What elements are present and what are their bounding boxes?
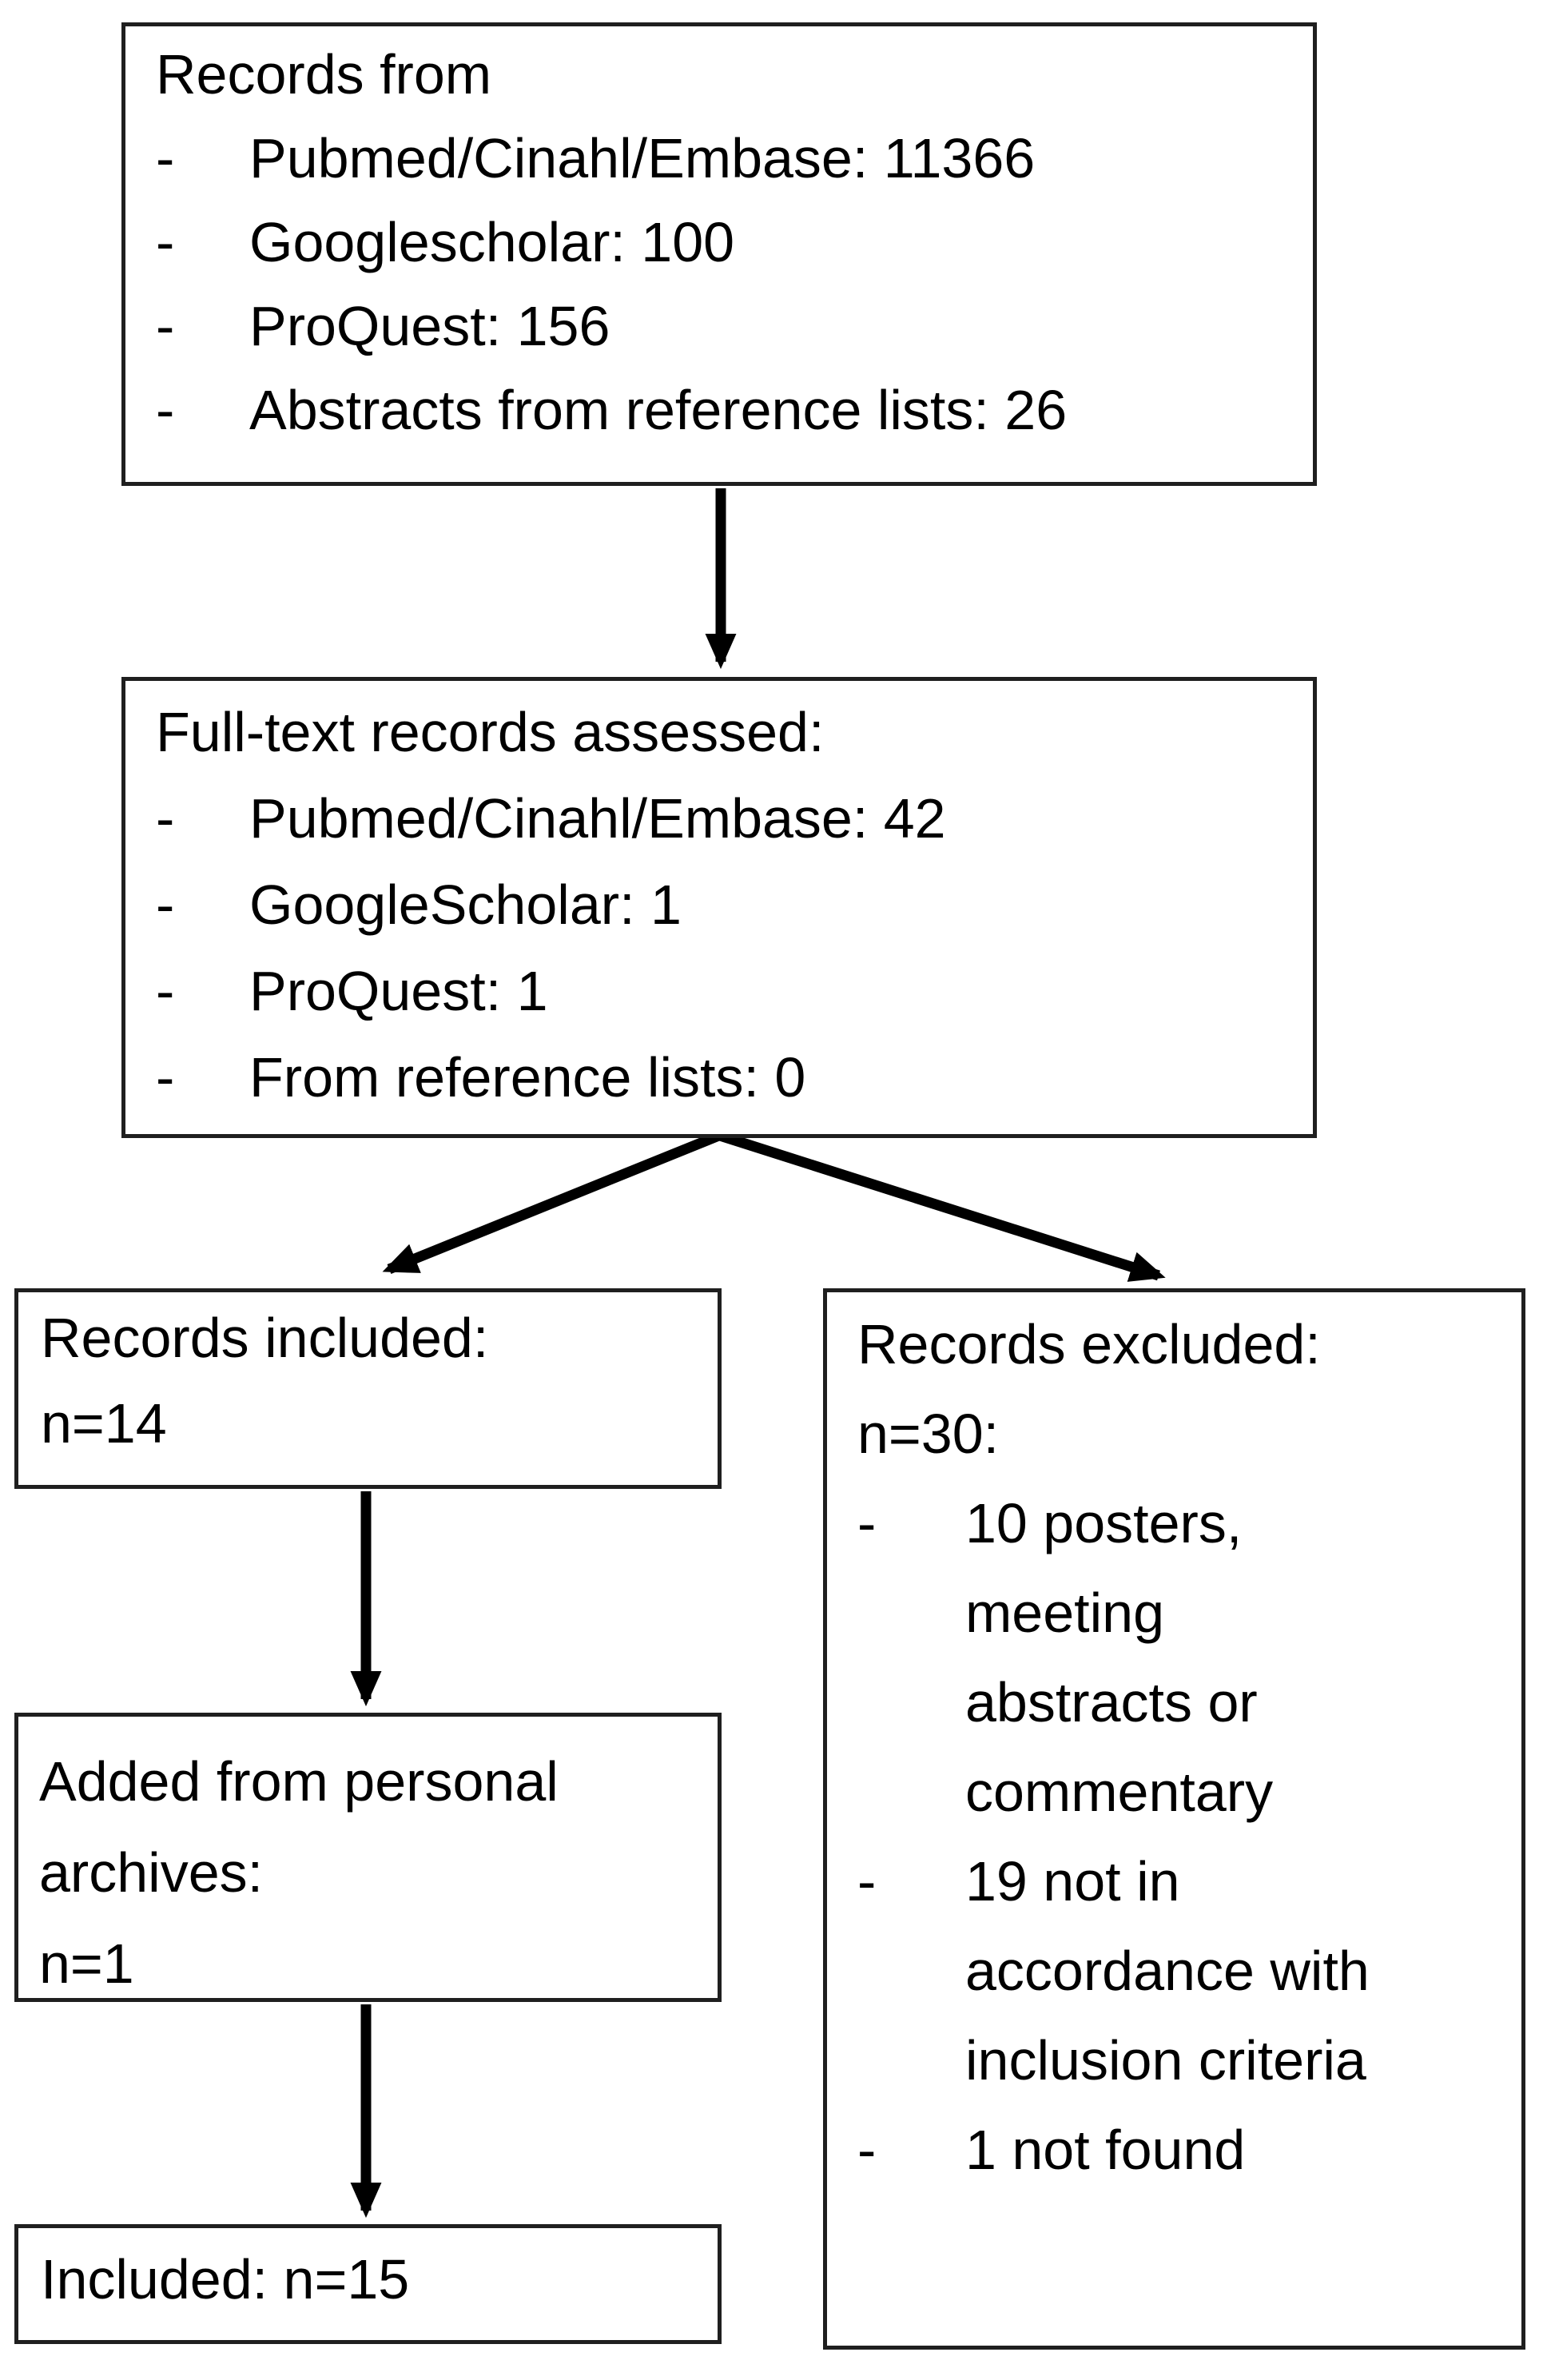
list-item: - Pubmed/Cinahl/Embase: 42: [156, 775, 1289, 862]
list-item-text: 19 not in accordance with inclusion crit…: [965, 1850, 1370, 2091]
box-fulltext-assessed: Full-text records assessed: - Pubmed/Cin…: [121, 677, 1317, 1138]
list-item-text: Googlescholar: 100: [249, 211, 735, 273]
box-title: Added from personal archives:: [39, 1750, 559, 1904]
list-item-text: From reference lists: 0: [249, 1046, 806, 1108]
box-final-included: Included: n=15: [14, 2224, 722, 2344]
list-item: - GoogleScholar: 1: [156, 862, 1289, 948]
box-records-included: Records included: n=14: [14, 1288, 722, 1489]
list-item-text: 1 not found: [965, 2119, 1246, 2181]
list-item: - Googlescholar: 100: [156, 201, 1289, 285]
list-item-text: ProQuest: 1: [249, 960, 548, 1022]
box-title: Included: n=15: [41, 2248, 410, 2310]
dash-bullet: -: [156, 127, 175, 189]
dash-bullet: -: [156, 1046, 175, 1108]
dash-bullet: -: [857, 1850, 877, 1912]
dash-bullet: -: [156, 787, 175, 850]
list-item: - ProQuest: 156: [156, 285, 1289, 368]
box-title: Full-text records assessed:: [156, 701, 825, 763]
list-item-text: 10 posters, meeting abstracts or comment…: [965, 1492, 1274, 1823]
list-item: - 10 posters, meeting abstracts or comme…: [857, 1479, 1493, 1837]
dash-bullet: -: [156, 874, 175, 936]
list-item: - Pubmed/Cinahl/Embase: 11366: [156, 117, 1289, 201]
list-item-text: ProQuest: 156: [249, 295, 610, 357]
box-title: Records from: [156, 43, 492, 105]
box-count: n=14: [41, 1392, 167, 1455]
box-title: Records excluded:: [857, 1313, 1321, 1375]
list-item: - 19 not in accordance with inclusion cr…: [857, 1837, 1493, 2105]
box-count: n=1: [39, 1932, 134, 1995]
dash-bullet: -: [156, 211, 175, 273]
dash-bullet: -: [857, 2119, 877, 2181]
list-item-text: Pubmed/Cinahl/Embase: 42: [249, 787, 946, 850]
dash-bullet: -: [857, 1492, 877, 1554]
box-records-from: Records from - Pubmed/Cinahl/Embase: 113…: [121, 22, 1317, 486]
list-item: - Abstracts from reference lists: 26: [156, 368, 1289, 452]
list-item-text: Pubmed/Cinahl/Embase: 11366: [249, 127, 1036, 189]
dash-bullet: -: [156, 295, 175, 357]
list-item: - ProQuest: 1: [156, 948, 1289, 1034]
arrow-branch-right: [716, 1129, 1166, 1282]
dash-bullet: -: [156, 379, 175, 441]
arrow-branch-left: [382, 1129, 723, 1275]
list-item-text: Abstracts from reference lists: 26: [249, 379, 1068, 441]
list-item: - From reference lists: 0: [156, 1034, 1289, 1120]
dash-bullet: -: [156, 960, 175, 1022]
list-item: - 1 not found: [857, 2105, 1493, 2195]
box-personal-archives: Added from personal archives: n=1: [14, 1713, 722, 2002]
box-count: n=30:: [857, 1403, 1000, 1465]
list-item-text: GoogleScholar: 1: [249, 874, 682, 936]
box-title: Records included:: [41, 1307, 489, 1369]
box-records-excluded: Records excluded: n=30: - 10 posters, me…: [823, 1288, 1525, 2350]
